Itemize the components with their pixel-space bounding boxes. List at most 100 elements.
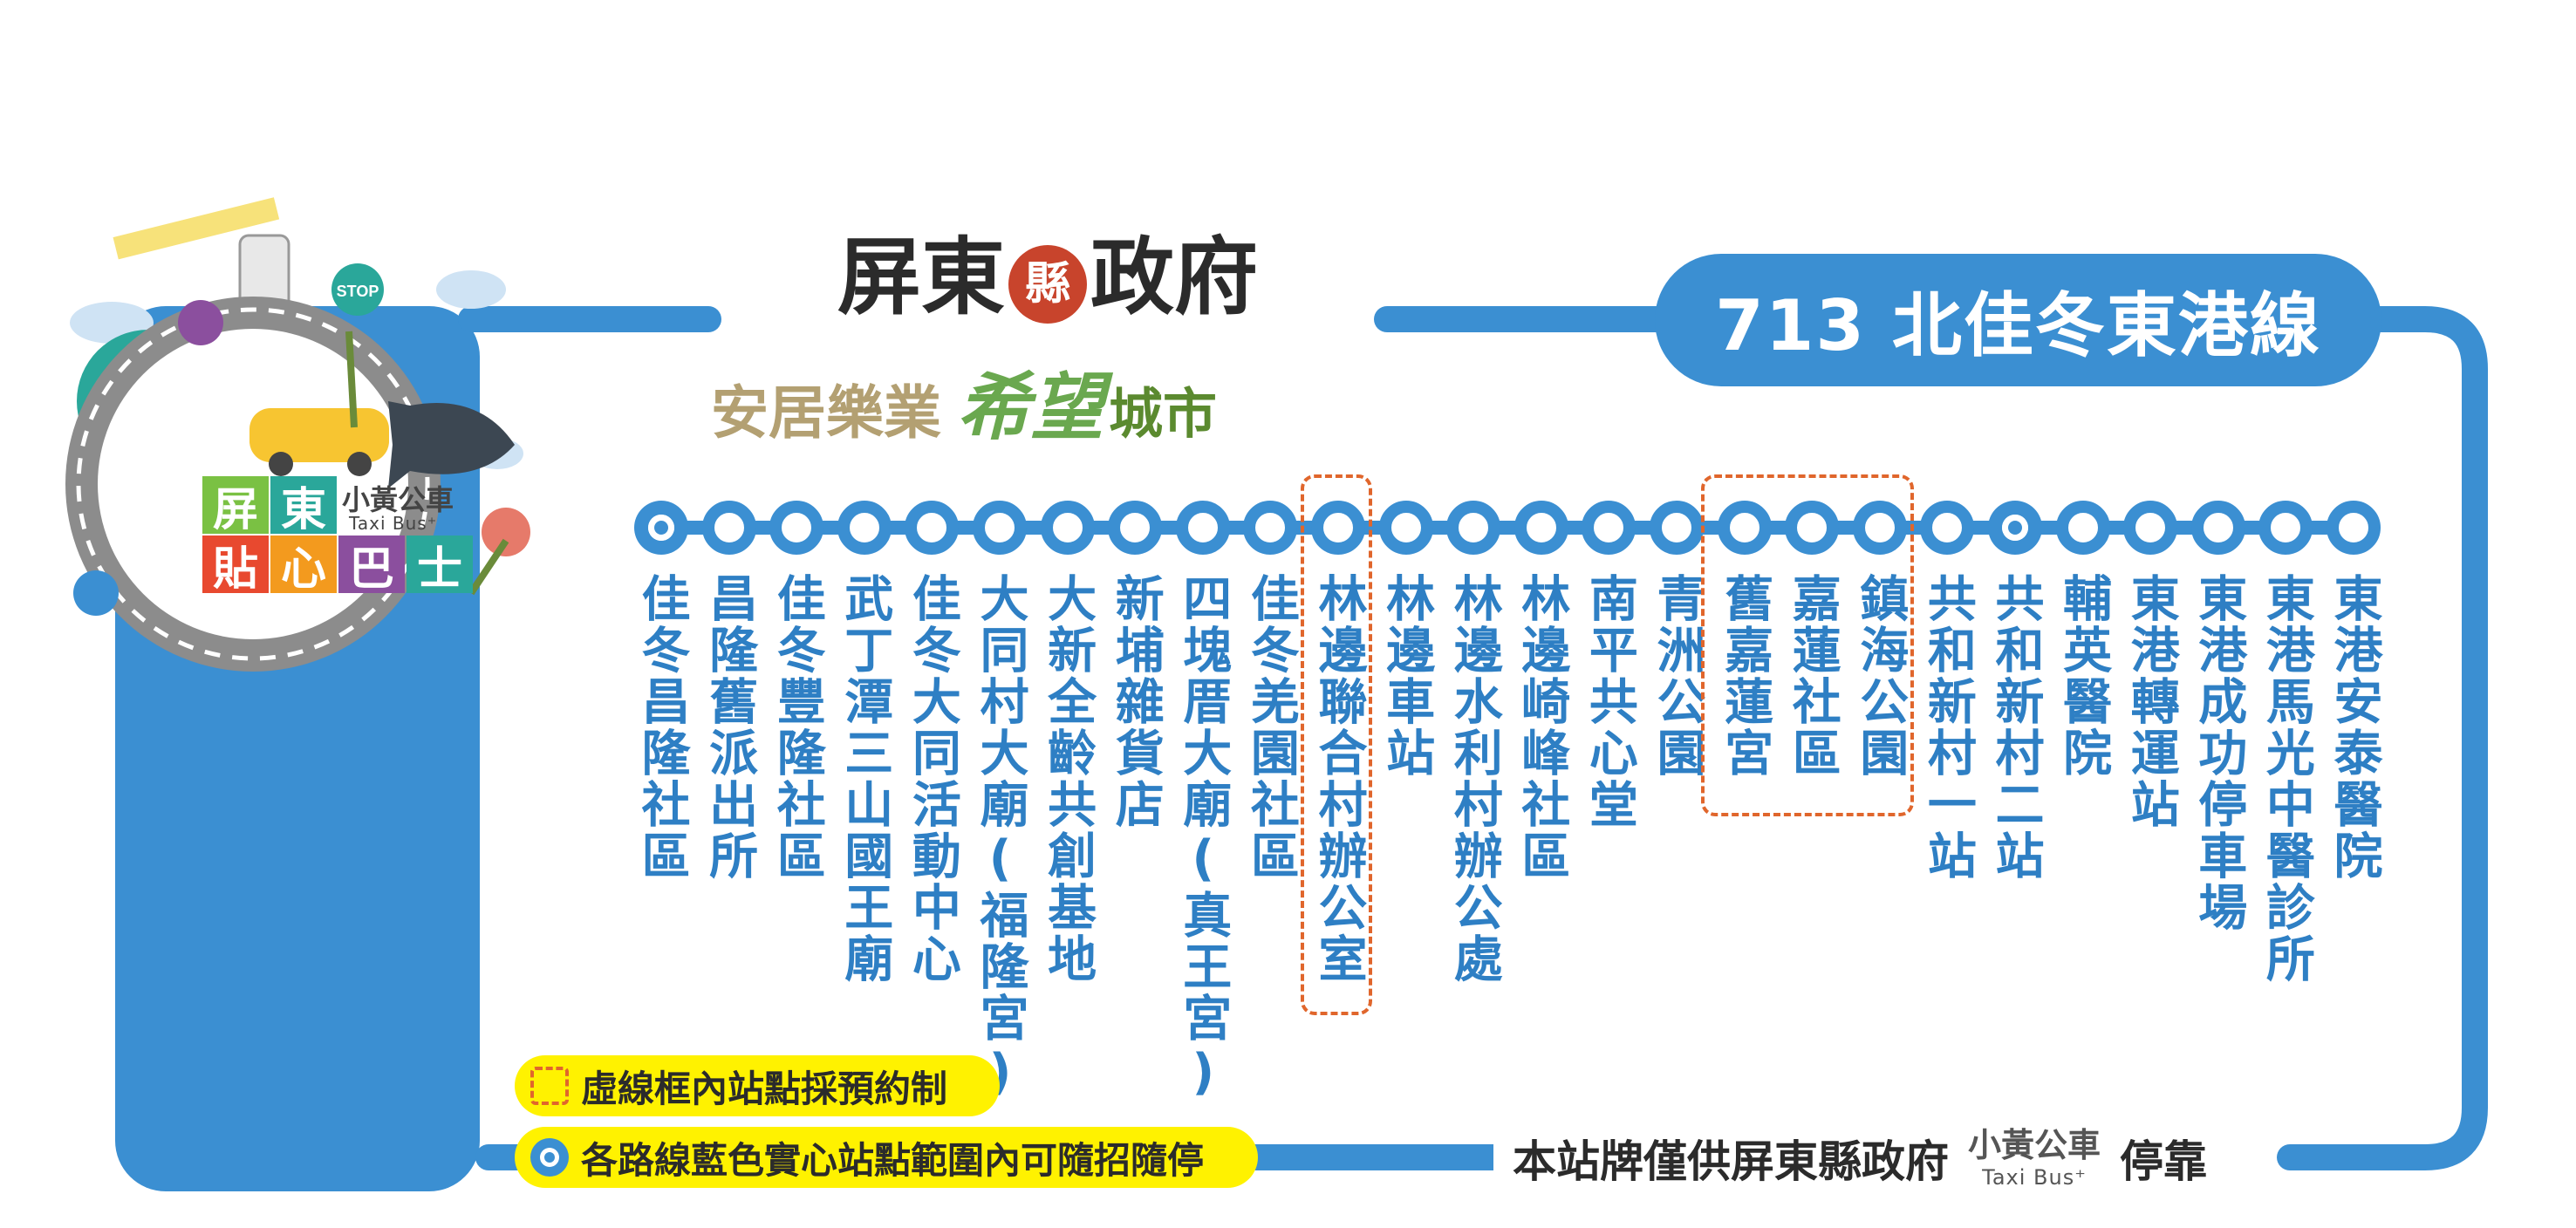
stop-marker bbox=[1650, 501, 1704, 555]
brand-tile-tie: 貼 bbox=[202, 536, 269, 596]
reservation-box bbox=[1701, 474, 1914, 816]
stop-marker bbox=[1920, 501, 1975, 555]
stop-marker bbox=[2055, 501, 2110, 555]
lighthouse-beam bbox=[113, 197, 280, 260]
notice-suffix: 停靠 bbox=[2120, 1136, 2208, 1187]
stop-marker bbox=[1717, 501, 1772, 555]
stop-marker bbox=[837, 501, 892, 555]
stop-notice: 本站牌僅供屏東縣政府 小黃公車 Taxi Bus⁺ 停靠 bbox=[1493, 1125, 2227, 1191]
brand-name-en: Taxi Bus⁺ bbox=[349, 513, 438, 534]
stop-dot bbox=[2008, 521, 2022, 535]
stop-name: 輔英醫院 bbox=[2054, 573, 2112, 779]
stop-circle bbox=[1650, 501, 1704, 555]
county-seal: 縣 bbox=[1008, 245, 1087, 324]
route-title: 713 北佳冬東港線 bbox=[1655, 254, 2381, 386]
stop-name: 舊嘉蓮宮 bbox=[1716, 573, 1773, 779]
legend-reservation-text: 虛線框內站點採預約制 bbox=[581, 1067, 948, 1110]
stop-sign-icon bbox=[178, 300, 223, 345]
stop-name: 四塊厝大廟(真王宮) bbox=[1174, 573, 1232, 1103]
stop-marker bbox=[1785, 501, 1840, 555]
solid-stop-icon bbox=[530, 1138, 569, 1177]
stop-circle bbox=[1717, 501, 1772, 555]
brand-tile-shi: 士 bbox=[407, 536, 473, 596]
stop-name: 東港安泰醫院 bbox=[2326, 573, 2382, 882]
stop-marker bbox=[634, 501, 688, 555]
stop-name: 大同村大廟(福隆宮) bbox=[972, 573, 1028, 1103]
stop-circle bbox=[973, 501, 1027, 555]
slogan-part1: 安居樂業 bbox=[711, 379, 941, 447]
stop-marker bbox=[701, 501, 756, 555]
stop-marker bbox=[1988, 501, 2042, 555]
brand-tile-dong: 東 bbox=[270, 476, 337, 536]
stop-name: 佳冬羌園社區 bbox=[1242, 573, 1300, 882]
brand-tile-ping: 屏 bbox=[202, 476, 269, 536]
cloud-icon bbox=[436, 270, 506, 309]
stop-circle bbox=[905, 501, 960, 555]
palm-tree-icon bbox=[345, 331, 358, 428]
dashed-box-icon bbox=[530, 1067, 569, 1105]
stop-sign-icon bbox=[73, 570, 119, 616]
stop-sign-icon bbox=[331, 263, 384, 316]
stop-circle bbox=[1040, 501, 1095, 555]
stop-marker bbox=[2190, 501, 2245, 555]
stop-name: 林邊崎峰社區 bbox=[1513, 573, 1570, 882]
stop-marker bbox=[2123, 501, 2178, 555]
stop-name: 新埔雜貨店 bbox=[1107, 573, 1165, 830]
brand-tile-xin: 心 bbox=[270, 536, 337, 596]
stop-name: 東港成功停車場 bbox=[2190, 573, 2247, 933]
stop-name: 林邊聯合村辦公室 bbox=[1310, 573, 1367, 985]
brand-name-cn: 小黃公車 bbox=[342, 483, 454, 516]
stop-circle bbox=[701, 501, 756, 555]
stop-name: 共和新村一站 bbox=[1919, 573, 1977, 882]
fish-icon bbox=[388, 401, 515, 488]
stop-circle bbox=[1582, 501, 1636, 555]
taxi-icon bbox=[249, 408, 389, 462]
svg-text:STOP: STOP bbox=[337, 283, 379, 300]
stop-marker bbox=[769, 501, 824, 555]
stop-circle bbox=[769, 501, 824, 555]
stop-circle bbox=[1446, 501, 1501, 555]
reservation-box bbox=[1301, 474, 1372, 1015]
stop-dot bbox=[654, 521, 668, 535]
stop-circle bbox=[1108, 501, 1163, 555]
solid-stop-circle bbox=[1988, 501, 2042, 555]
slogan: 安居樂業希望城市 bbox=[711, 349, 1217, 454]
stop-name: 嘉蓮社區 bbox=[1784, 573, 1841, 779]
stop-circle bbox=[837, 501, 892, 555]
stop-circle bbox=[1243, 501, 1298, 555]
slogan-part3: 城市 bbox=[1109, 382, 1218, 446]
gov-logo-right: 政府 bbox=[1090, 228, 1258, 326]
stop-circle bbox=[1311, 501, 1365, 555]
stop-marker bbox=[1582, 501, 1636, 555]
stop-circle bbox=[2258, 501, 2313, 555]
stop-name: 佳冬大同活動中心 bbox=[904, 573, 961, 985]
stop-circle bbox=[1920, 501, 1975, 555]
stop-name: 鎮海公園 bbox=[1851, 573, 1909, 779]
legend-hail-stop-text: 各路線藍色實心站點範圍內可隨招隨停 bbox=[581, 1138, 1205, 1182]
notice-brand-cn: 小黃公車 bbox=[1968, 1126, 2101, 1164]
stop-marker bbox=[1311, 501, 1365, 555]
stop-circle bbox=[2327, 501, 2381, 555]
stop-name: 南平共心堂 bbox=[1581, 573, 1638, 830]
stop-name: 東港馬光中醫診所 bbox=[2258, 573, 2315, 985]
legend-hail-stop: 各路線藍色實心站點範圍內可隨招隨停 bbox=[515, 1127, 1258, 1188]
palm-tree-icon bbox=[468, 538, 509, 596]
stop-marker bbox=[1108, 501, 1163, 555]
stop-name: 大新全齡共創基地 bbox=[1039, 573, 1097, 985]
stop-circle bbox=[2190, 501, 2245, 555]
notice-prefix: 本站牌僅供屏東縣政府 bbox=[1513, 1136, 1949, 1187]
stop-name: 林邊水利村辦公處 bbox=[1445, 573, 1503, 985]
stop-marker bbox=[1243, 501, 1298, 555]
stop-circle bbox=[1378, 501, 1433, 555]
stop-marker bbox=[905, 501, 960, 555]
stop-circle bbox=[1175, 501, 1230, 555]
stop-name: 共和新村二站 bbox=[1987, 573, 2044, 882]
stop-marker bbox=[2327, 501, 2381, 555]
solid-stop-circle bbox=[634, 501, 688, 555]
stop-circle bbox=[2123, 501, 2178, 555]
frame-right bbox=[2277, 306, 2488, 1170]
stop-marker bbox=[1040, 501, 1095, 555]
government-logo: 屏東縣政府 bbox=[837, 209, 1258, 331]
stop-name: 武丁潭三山國王廟 bbox=[836, 573, 893, 985]
stop-name: 佳冬豐隆社區 bbox=[769, 573, 826, 882]
